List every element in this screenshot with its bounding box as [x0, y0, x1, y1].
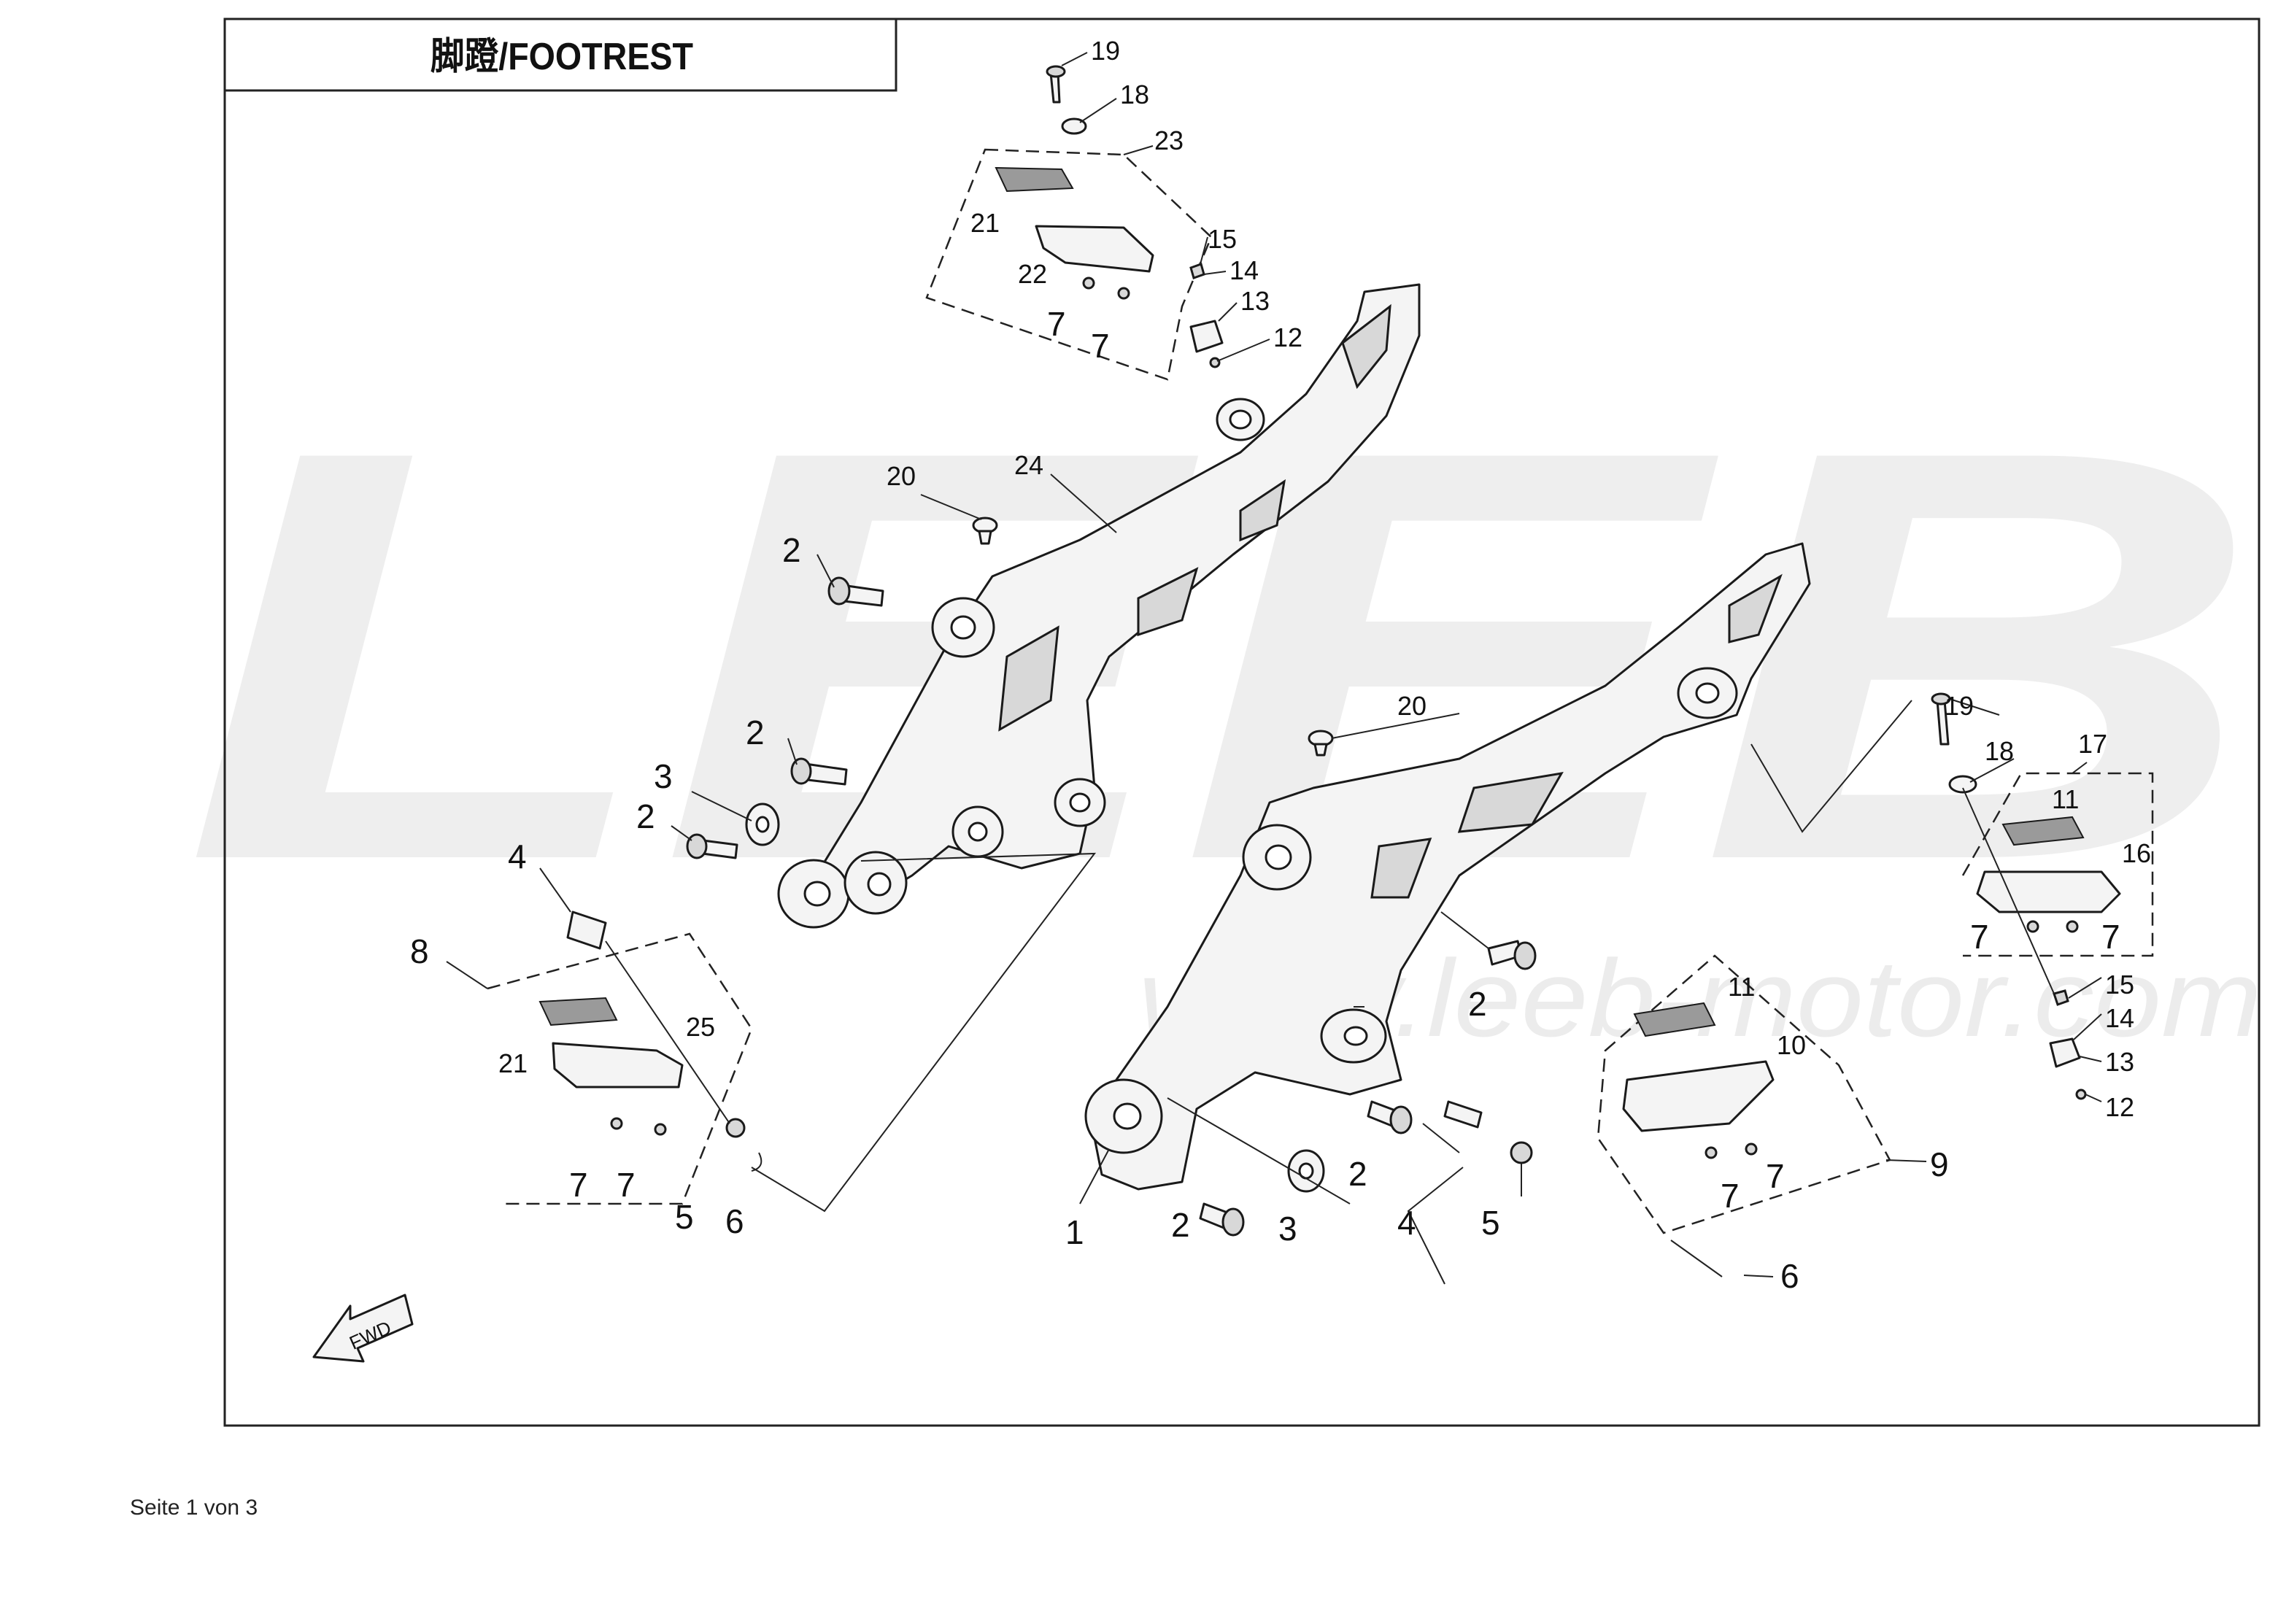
callout-7: 7: [2101, 918, 2120, 956]
callout-21: 21: [970, 208, 1000, 238]
callout-23: 23: [1154, 125, 1184, 155]
callout-8: 8: [410, 932, 429, 970]
callout-21: 21: [498, 1048, 528, 1078]
peg-assembly-8: [487, 932, 753, 1205]
callout-2: 2: [1171, 1206, 1190, 1244]
callout-17: 17: [2078, 729, 2107, 759]
callout-19: 19: [1091, 36, 1120, 66]
callout-18: 18: [1985, 736, 2014, 766]
diagram-title: 脚蹬/FOOTREST: [431, 36, 693, 78]
callout-7: 7: [1766, 1157, 1785, 1195]
hardware-right: [1199, 730, 1537, 1237]
callout-7: 7: [1047, 305, 1066, 343]
watermark-brand: LEEB: [182, 329, 2262, 981]
callout-14: 14: [1229, 255, 1259, 285]
callout-16: 16: [2122, 838, 2151, 868]
callout-11: 11: [2052, 784, 2079, 814]
page-footer: Seite 1 von 3: [130, 1496, 258, 1520]
callout-2: 2: [1468, 985, 1487, 1023]
callout-2: 2: [746, 714, 765, 751]
callout-12: 12: [2105, 1092, 2134, 1122]
callout-14: 14: [2105, 1003, 2134, 1033]
callout-20: 20: [887, 461, 916, 491]
callout-7: 7: [1721, 1177, 1740, 1215]
rear-footrest-bracket-left: [777, 283, 1421, 929]
hardware-left: [566, 517, 998, 1172]
callout-9: 9: [1930, 1145, 1949, 1183]
callout-2: 2: [636, 797, 655, 835]
callout-19: 19: [1945, 691, 1974, 721]
callout-5: 5: [1481, 1204, 1500, 1242]
callout-2: 2: [1348, 1155, 1367, 1193]
callouts: 19 18 23 21 22 15 14 13 12 7 7 20 24 2 2…: [410, 36, 2151, 1295]
rear-footrest-bracket-right: [1084, 542, 1811, 1191]
callout-11: 11: [1728, 972, 1755, 1002]
callout-7: 7: [1091, 327, 1110, 365]
forward-arrow-icon: FWD: [312, 1294, 414, 1363]
callout-4: 4: [1397, 1204, 1416, 1242]
callout-10: 10: [1777, 1030, 1806, 1060]
callout-7: 7: [617, 1166, 636, 1204]
title-box: [225, 19, 897, 92]
callout-15: 15: [2105, 970, 2134, 999]
callout-5: 5: [675, 1198, 694, 1236]
callout-6: 6: [725, 1202, 744, 1240]
callout-1: 1: [1065, 1213, 1084, 1251]
callout-7: 7: [569, 1166, 588, 1204]
callout-20: 20: [1397, 691, 1427, 721]
callout-18: 18: [1120, 80, 1149, 109]
callout-13: 13: [1240, 286, 1270, 316]
callout-7: 7: [1970, 918, 1989, 956]
peg-assembly-23: [925, 65, 1224, 381]
callout-3: 3: [654, 757, 673, 795]
callout-22: 22: [1018, 259, 1047, 289]
callout-3: 3: [1278, 1210, 1297, 1248]
leader-lines: [446, 52, 2102, 1285]
callout-4: 4: [508, 838, 527, 875]
callout-6: 6: [1780, 1257, 1799, 1295]
callout-15: 15: [1208, 224, 1237, 254]
callout-2: 2: [782, 531, 801, 569]
callout-13: 13: [2105, 1047, 2134, 1077]
callout-25: 25: [686, 1012, 715, 1042]
callout-12: 12: [1273, 322, 1302, 352]
drawing-frame: [223, 18, 2261, 1427]
callout-24: 24: [1014, 450, 1043, 480]
watermark: LEEB www.leeb-motor.com: [182, 329, 2262, 1059]
